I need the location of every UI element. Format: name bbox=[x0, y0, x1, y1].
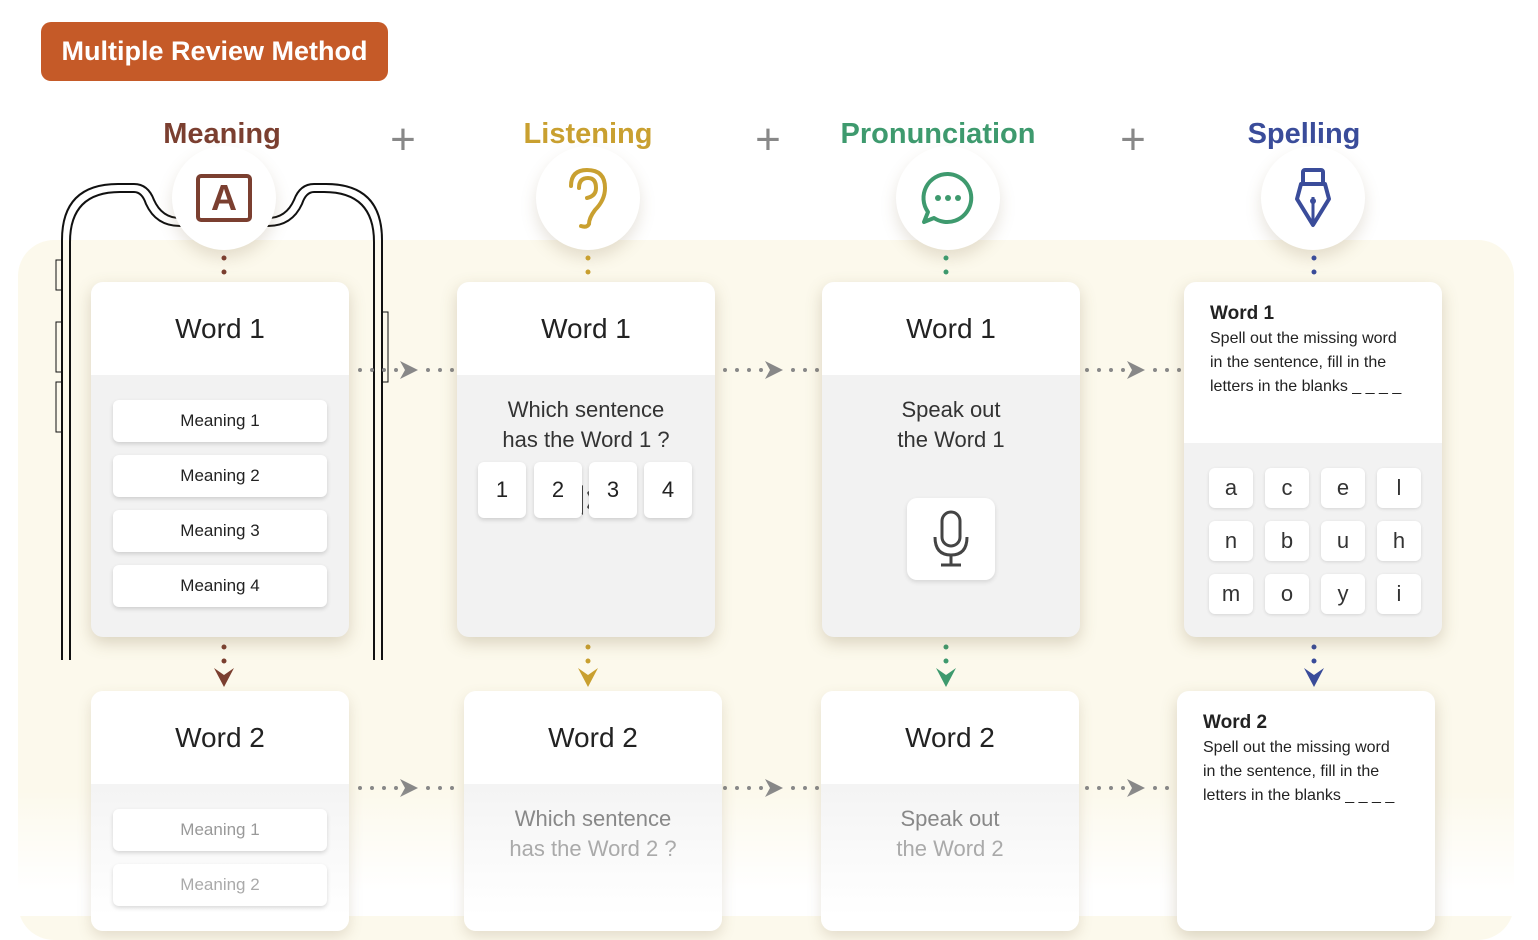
heading-listening: Listening bbox=[523, 118, 653, 150]
prompt-line: in the sentence, fill in the bbox=[1210, 354, 1387, 371]
prompt-line: Spell out the missing word bbox=[1210, 330, 1397, 347]
plus-sign: + bbox=[1120, 115, 1146, 164]
meaning-option[interactable]: Meaning 3 bbox=[113, 510, 327, 552]
page-title: Multiple Review Method bbox=[41, 22, 388, 81]
fountain-pen-icon bbox=[1261, 146, 1365, 250]
meaning-option[interactable]: Meaning 1 bbox=[113, 809, 327, 851]
card-word: Word 1 bbox=[91, 282, 349, 375]
prompt-line: the Word 1 bbox=[897, 427, 1005, 452]
answer-option[interactable]: 3 bbox=[589, 462, 637, 518]
letter-key[interactable]: m bbox=[1209, 574, 1253, 614]
card-word: Word 2 bbox=[821, 691, 1079, 784]
letter-a-glyph: A bbox=[196, 174, 252, 222]
card-word: Word 1 bbox=[457, 282, 715, 375]
card-word: Word 2 bbox=[464, 691, 722, 784]
listening-card-word2: Word 2 Which sentence has the Word 2 ? bbox=[464, 691, 722, 931]
question-line: Which sentence bbox=[507, 397, 665, 422]
pronunciation-card-word2: Word 2 Speak out the Word 2 bbox=[821, 691, 1079, 931]
question-line: Which sentence bbox=[514, 806, 672, 831]
letter-key[interactable]: c bbox=[1265, 468, 1309, 508]
question-line: has the Word 2 ? bbox=[509, 836, 677, 861]
plus-sign: + bbox=[390, 115, 416, 164]
meaning-option[interactable]: Meaning 4 bbox=[113, 565, 327, 607]
heading-pronunciation: Pronunciation bbox=[840, 118, 1036, 150]
letter-key[interactable]: u bbox=[1321, 521, 1365, 561]
letter-a-icon: A bbox=[172, 146, 276, 250]
letter-key[interactable]: e bbox=[1321, 468, 1365, 508]
spelling-card-word1: Word 1 Spell out the missing word in the… bbox=[1184, 282, 1442, 637]
meaning-option[interactable]: Meaning 1 bbox=[113, 400, 327, 442]
answer-option[interactable]: 1 bbox=[478, 462, 526, 518]
prompt-line: Spell out the missing word bbox=[1203, 739, 1390, 756]
meaning-option[interactable]: Meaning 2 bbox=[113, 455, 327, 497]
meaning-option[interactable]: Meaning 2 bbox=[113, 864, 327, 906]
ear-icon bbox=[536, 146, 640, 250]
speech-bubble-icon bbox=[896, 146, 1000, 250]
plus-sign: + bbox=[755, 115, 781, 164]
prompt-line: letters in the blanks _ _ _ _ bbox=[1210, 378, 1402, 395]
microphone-button[interactable] bbox=[907, 498, 995, 580]
pronunciation-card-word1: Word 1 Speak out the Word 1 bbox=[822, 282, 1080, 637]
prompt-line: letters in the blanks _ _ _ _ bbox=[1203, 787, 1395, 804]
letter-key[interactable]: y bbox=[1321, 574, 1365, 614]
prompt-line: the Word 2 bbox=[896, 836, 1004, 861]
letter-key[interactable]: n bbox=[1209, 521, 1253, 561]
letter-key[interactable]: l bbox=[1377, 468, 1421, 508]
question-line: has the Word 1 ? bbox=[502, 427, 670, 452]
meaning-card-word2: Word 2 Meaning 1 Meaning 2 bbox=[91, 691, 349, 931]
prompt-line: in the sentence, fill in the bbox=[1203, 763, 1380, 780]
answer-option[interactable]: 2 bbox=[534, 462, 582, 518]
heading-meaning: Meaning bbox=[163, 118, 281, 150]
card-word: Word 1 bbox=[1210, 303, 1275, 324]
answer-option[interactable]: 4 bbox=[644, 462, 692, 518]
letter-key[interactable]: i bbox=[1377, 574, 1421, 614]
letter-key[interactable]: b bbox=[1265, 521, 1309, 561]
connectors bbox=[214, 255, 1324, 797]
spelling-card-word2: Word 2 Spell out the missing word in the… bbox=[1177, 691, 1435, 931]
heading-spelling: Spelling bbox=[1247, 118, 1361, 150]
card-word: Word 1 bbox=[822, 282, 1080, 375]
prompt-line: Speak out bbox=[900, 806, 1000, 831]
card-word: Word 2 bbox=[1203, 712, 1268, 733]
letter-key[interactable]: a bbox=[1209, 468, 1253, 508]
letter-key[interactable]: h bbox=[1377, 521, 1421, 561]
card-word: Word 2 bbox=[91, 691, 349, 784]
microphone-icon bbox=[933, 510, 969, 567]
meaning-card-word1: Word 1 Meaning 1 Meaning 2 Meaning 3 Mea… bbox=[91, 282, 349, 637]
prompt-line: Speak out bbox=[901, 397, 1001, 422]
letter-key[interactable]: o bbox=[1265, 574, 1309, 614]
